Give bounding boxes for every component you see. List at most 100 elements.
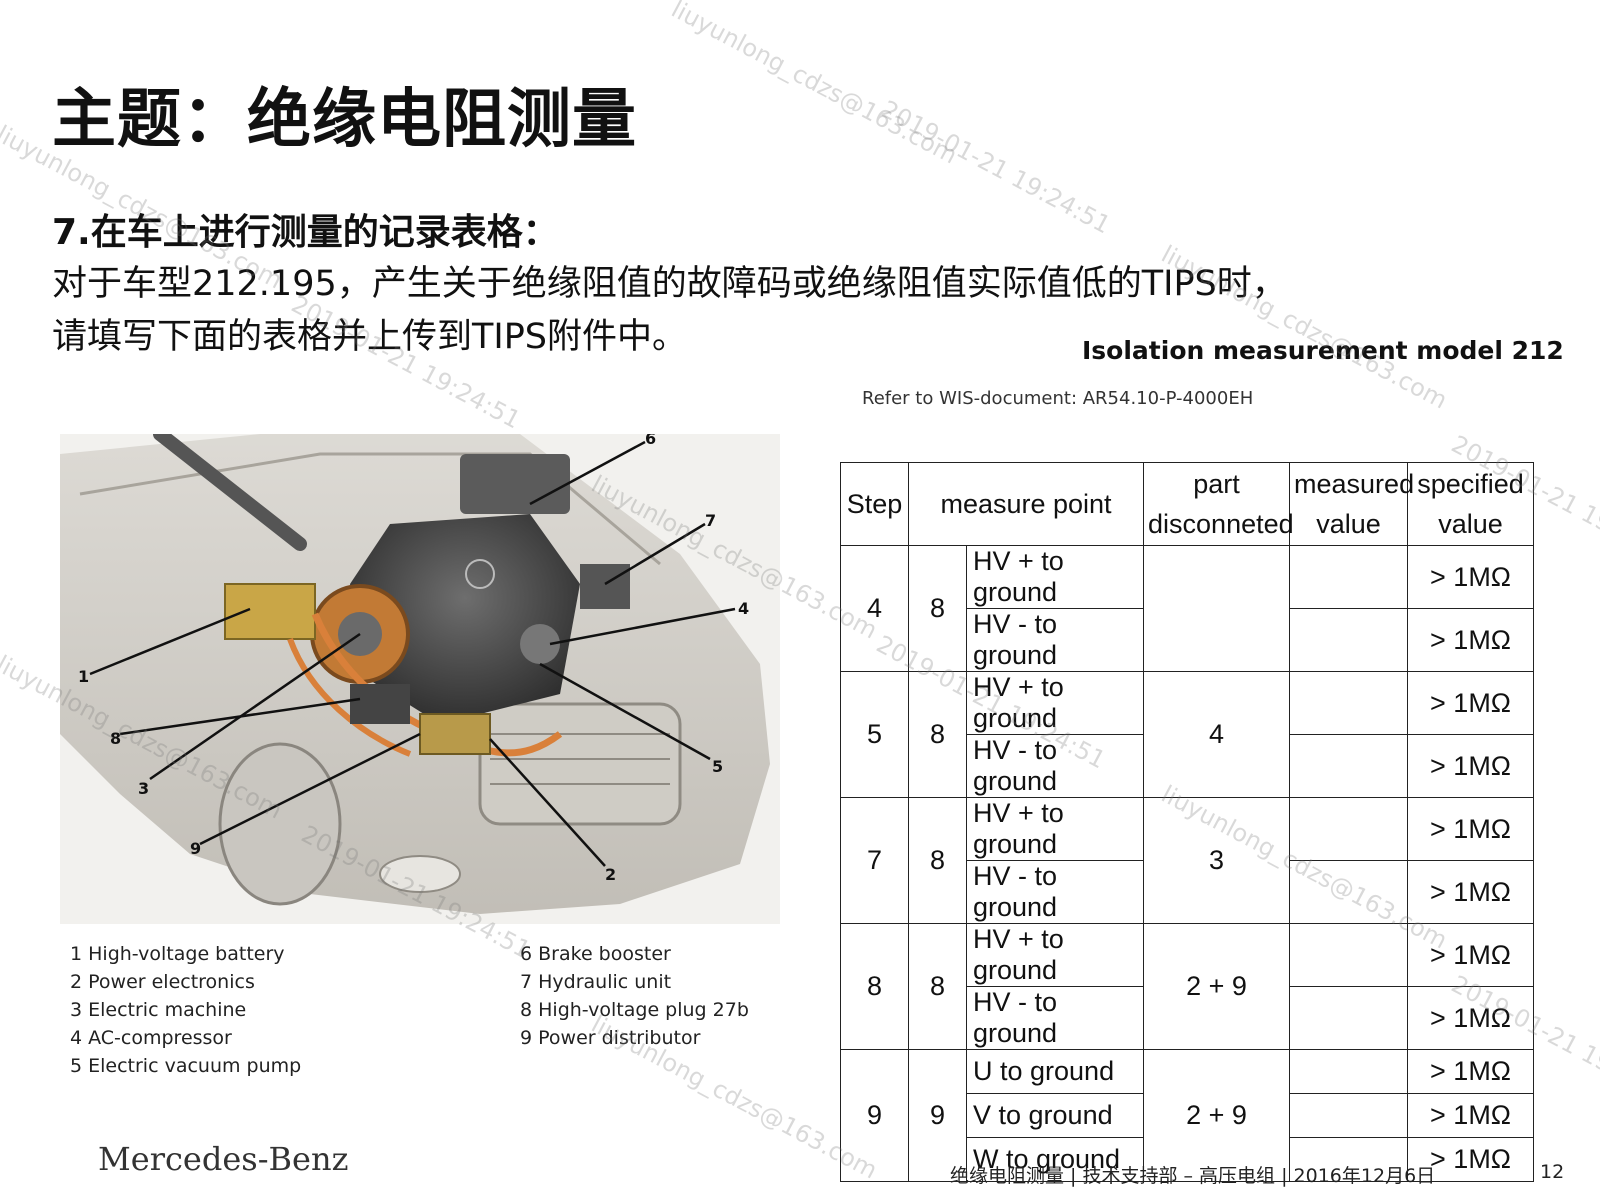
measure-point-cell: HV + to ground [965,545,1145,609]
measure-point-cell: U to ground [965,1049,1145,1094]
callout-6: 6 [645,434,656,448]
measured-value-input[interactable] [1289,986,1409,1050]
plug-cell: 8 [908,797,967,924]
legend-item: 5 Electric vacuum pump [70,1055,302,1077]
measured-value-input[interactable] [1289,1049,1409,1094]
table-title: Isolation measurement model 212 [1082,336,1564,365]
watermark-date: 2019-01-21 19:24:51 [876,95,1116,240]
spec-cell: > 1MΩ [1407,545,1535,609]
measure-point-cell: HV - to ground [965,734,1145,798]
spec-cell: > 1MΩ [1407,608,1535,672]
legend-item: 2 Power electronics [70,971,255,993]
engine-illustration-svg: 1 2 3 4 5 6 7 8 9 [60,434,780,924]
callout-7: 7 [705,511,716,530]
measure-point-cell: HV + to ground [965,923,1145,987]
spec-cell: > 1MΩ [1407,860,1535,924]
measure-point-cell: HV - to ground [965,608,1145,672]
instruction-line-1: 对于车型212.195，产生关于绝缘阻值的故障码或绝缘阻值实际值低的TIPS时， [52,264,1287,304]
callout-1: 1 [78,667,89,686]
plug-cell: 9 [908,1049,967,1182]
table-row: W to ground > 1MΩ [841,1137,1535,1182]
legend-item: 4 AC-compressor [70,1027,232,1049]
spec-cell: > 1MΩ [1407,923,1535,987]
legend-item: 9 Power distributor [520,1027,701,1049]
measured-value-input[interactable] [1289,1137,1409,1182]
table-row: 5 8 HV + to ground 4 > 1MΩ [840,671,1535,798]
measured-value-input[interactable] [1289,671,1409,735]
table-row: 9 9 U to ground 2 + 9 > 1MΩ [840,1049,1535,1182]
hv-cable-2 [287,637,412,757]
measure-point-cell: V to ground [965,1093,1145,1138]
table-row: 7 8 HV + to ground 3 > 1MΩ [840,797,1535,924]
front-grille [478,702,682,826]
leader-lines [89,440,736,867]
callout-2: 2 [605,865,616,884]
spec-cell: > 1MΩ [1407,1049,1535,1094]
part-cell: 2 + 9 [1143,1049,1291,1182]
part-cell: 3 [1143,797,1291,924]
spec-cell: > 1MΩ [1407,1137,1535,1182]
measure-point-cell: W to ground [965,1137,1145,1182]
measure-point-cell: HV - to ground [965,986,1145,1050]
header-measure-point: measure point [907,462,1145,546]
watermark-email: liuyunlong_cdzs@163.com [666,0,962,170]
hydraulic-unit-shape [580,564,630,609]
measure-point-cell: HV + to ground [965,671,1145,735]
wis-reference: Refer to WIS-document: AR54.10-P-4000EH [862,388,1254,409]
power-electronics-shape [419,713,491,755]
measured-value-input[interactable] [1289,734,1409,798]
callout-5: 5 [712,757,723,776]
step-cell: 4 [840,545,909,672]
page-title: 主题：绝缘电阻测量 [52,83,637,157]
table-row: HV - to ground > 1MΩ [841,734,1535,798]
callout-8: 8 [110,729,121,748]
engine-block [350,514,580,724]
legend-item: 7 Hydraulic unit [520,971,672,993]
step-cell: 9 [840,1049,909,1182]
table-row: V to ground > 1MΩ [841,1093,1535,1138]
section-subheading: 7.在车上进行测量的记录表格： [52,212,559,253]
measured-value-input[interactable] [1289,1093,1409,1138]
measure-point-cell: HV - to ground [965,860,1145,924]
legend-right: 6 Brake booster 7 Hydraulic unit 8 High-… [520,940,749,1052]
hv-battery-shape [224,583,316,640]
engine-illustration: 1 2 3 4 5 6 7 8 9 [60,434,780,924]
step-cell: 7 [840,797,909,924]
vacuum-pump-shape [350,684,410,724]
measured-value-input[interactable] [1289,545,1409,609]
part-cell: 4 [1143,671,1291,798]
plug-cell: 8 [908,923,967,1050]
table-row: HV - to ground > 1MΩ [841,986,1535,1050]
measured-value-input[interactable] [1289,860,1409,924]
table-row: 8 8 HV + to ground 2 + 9 > 1MΩ [840,923,1535,1050]
step-cell: 5 [840,671,909,798]
callout-3: 3 [138,779,149,798]
part-cell: 2 + 9 [1143,923,1291,1050]
legend-left: 1 High-voltage battery 2 Power electroni… [70,940,301,1080]
callout-9: 9 [190,839,201,858]
spec-cell: > 1MΩ [1407,1093,1535,1138]
fog-light [379,855,461,893]
page-number: 12 [1540,1161,1565,1183]
spec-cell: > 1MΩ [1407,986,1535,1050]
measured-value-input[interactable] [1289,608,1409,672]
footer-text: 绝缘电阻测量 | 技术支持部 – 高压电组 | 2016年12月6日 [950,1165,1436,1187]
measured-value-input[interactable] [1289,923,1409,987]
callout-4: 4 [738,599,749,618]
brake-booster-shape [460,454,570,514]
ac-compressor-shape [520,624,560,664]
plug-cell: 8 [908,545,967,672]
header-step: Step [840,462,909,546]
engine-emblem [465,559,495,589]
part-cell [1143,545,1291,672]
legend-item: 8 High-voltage plug 27b [520,999,749,1021]
legend-item: 3 Electric machine [70,999,247,1021]
table-row: 4 8 HV + to ground > 1MΩ [840,545,1535,672]
instruction-line-2: 请填写下面的表格并上传到TIPS附件中。 [52,317,688,357]
spec-cell: > 1MΩ [1407,734,1535,798]
legend-item: 1 High-voltage battery [70,943,285,965]
measured-value-input[interactable] [1289,797,1409,861]
